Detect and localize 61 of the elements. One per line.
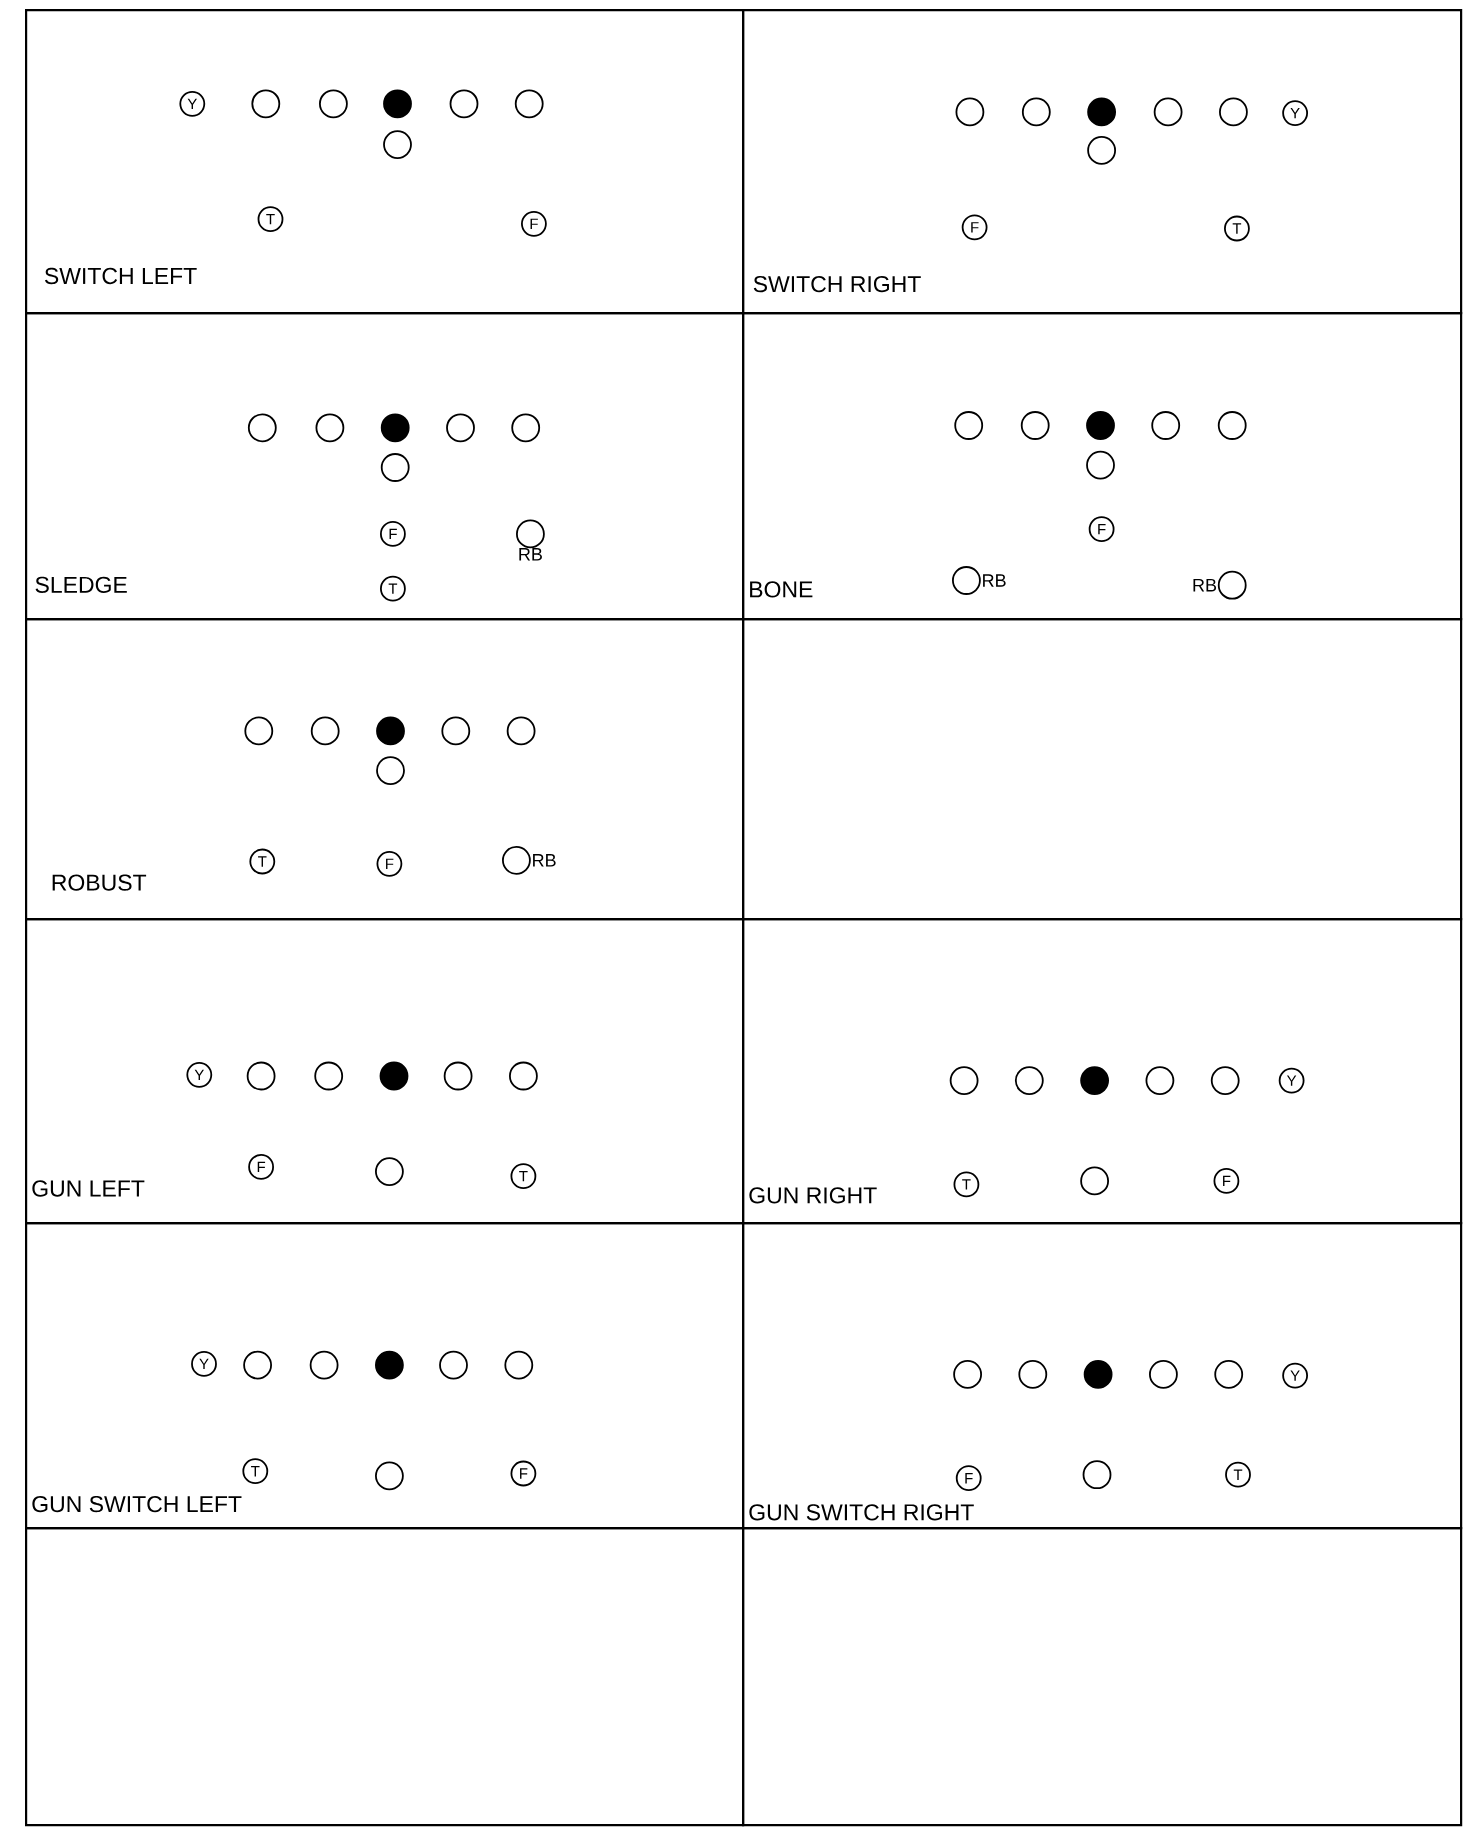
player-circle — [511, 413, 541, 443]
player-circle — [1214, 1360, 1244, 1389]
player-circle — [1014, 1066, 1044, 1095]
player-circle — [315, 413, 345, 443]
player-circle — [251, 89, 281, 119]
player-circle — [1145, 1066, 1175, 1095]
player-circle — [383, 130, 412, 159]
filled-circle — [376, 716, 405, 746]
player-circle — [443, 1061, 473, 1091]
filled-circle — [379, 1061, 409, 1091]
empty-cell — [25, 1527, 745, 1827]
player-circle — [954, 411, 984, 440]
empty-cell — [742, 1527, 1463, 1827]
position-label: RB — [533, 854, 556, 867]
player-circle — [380, 453, 410, 482]
player-circle — [955, 97, 985, 127]
player-circle — [1082, 1460, 1112, 1490]
player-circle — [246, 1061, 276, 1091]
player-circle — [1018, 1360, 1048, 1389]
player-circle — [1021, 97, 1051, 127]
empty-cell — [742, 618, 1463, 921]
player-circle — [1086, 450, 1115, 480]
player-circle — [441, 716, 471, 746]
player-circle — [1210, 1066, 1240, 1095]
player-circle — [949, 1066, 979, 1095]
player-circle — [514, 89, 544, 119]
player-circle — [506, 716, 536, 746]
filled-circle — [375, 1350, 404, 1380]
player-circle — [1020, 411, 1050, 440]
position-label: RB — [983, 574, 1006, 587]
player-circle — [953, 1360, 982, 1389]
player-circle — [1217, 411, 1247, 440]
player-circle — [310, 716, 340, 746]
player-circle — [509, 1061, 538, 1091]
player-circle — [1080, 1166, 1109, 1196]
player-circle — [1153, 97, 1183, 127]
filled-circle — [1083, 1360, 1113, 1389]
player-circle — [504, 1350, 534, 1380]
player-circle — [376, 756, 405, 785]
filled-circle — [380, 413, 410, 443]
player-circle — [244, 716, 274, 746]
position-label: RB — [519, 548, 542, 561]
player-circle — [314, 1061, 344, 1091]
player-circle — [309, 1350, 339, 1380]
filled-circle — [1080, 1066, 1109, 1095]
player-circle — [1087, 136, 1116, 165]
player-circle — [243, 1350, 272, 1380]
player-circle — [1219, 97, 1248, 127]
player-circle — [1151, 411, 1181, 440]
player-circle — [247, 413, 277, 443]
player-circle — [319, 89, 348, 119]
player-circle — [375, 1461, 404, 1491]
player-circle — [375, 1157, 404, 1186]
position-label: RB — [1193, 579, 1217, 592]
filled-circle — [1086, 411, 1115, 440]
filled-circle — [383, 89, 412, 119]
player-circle — [446, 413, 475, 443]
player-circle — [449, 89, 479, 119]
player-circle — [1149, 1360, 1178, 1389]
filled-circle — [1087, 97, 1116, 127]
player-circle — [439, 1350, 468, 1380]
